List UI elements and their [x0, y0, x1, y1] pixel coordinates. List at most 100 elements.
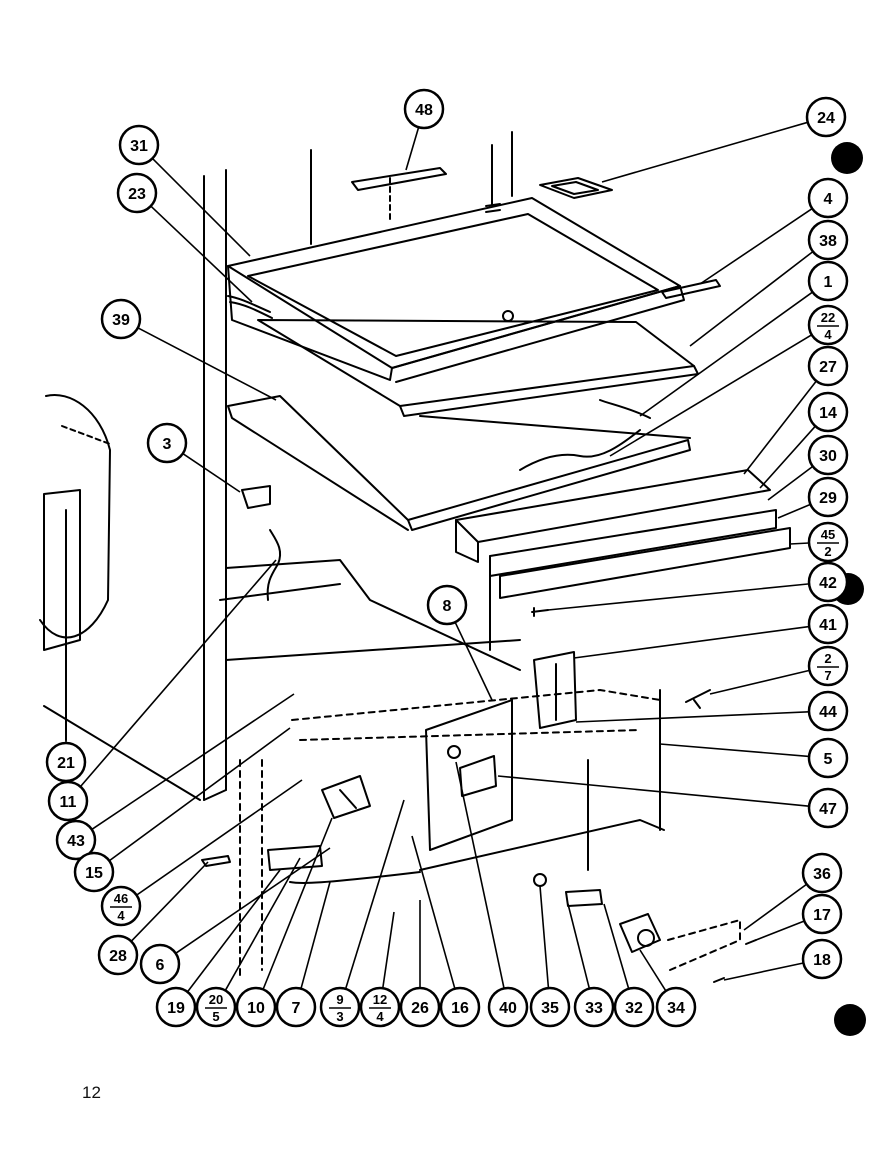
callout-label-top: 45 — [821, 527, 835, 542]
callout-12-4: 124 — [359, 986, 401, 1028]
callout-circle — [801, 938, 843, 980]
leader-line-46-4 — [136, 779, 303, 896]
callout-17: 17 — [801, 893, 843, 935]
callout-39: 39 — [100, 298, 142, 340]
callout-circle — [807, 434, 849, 476]
callout-34: 34 — [655, 986, 697, 1028]
callout-label: 3 — [163, 436, 172, 453]
leader-line-42 — [547, 583, 810, 611]
callout-label: 40 — [499, 1000, 517, 1017]
callout-48: 48 — [403, 88, 445, 130]
callout-4: 4 — [807, 177, 849, 219]
callout-label-bottom: 4 — [824, 327, 832, 342]
callout-circle — [100, 885, 142, 927]
compressor-plate-part-40-47 — [425, 699, 513, 851]
callout-label: 10 — [247, 1000, 265, 1017]
callout-label: 48 — [415, 102, 433, 119]
callout-22-4: 224 — [807, 304, 849, 346]
callout-18: 18 — [801, 938, 843, 980]
callout-21: 21 — [45, 741, 87, 783]
callout-label-top: 20 — [209, 992, 223, 1007]
leader-line-29 — [777, 503, 811, 519]
callout-circle — [807, 260, 849, 302]
callout-circle — [118, 124, 160, 166]
top-bracket-part-48 — [351, 167, 447, 223]
callout-label: 8 — [443, 598, 452, 615]
side-wall-cutaway — [39, 394, 111, 741]
base-rail — [419, 819, 665, 871]
callout-label: 7 — [292, 1000, 301, 1017]
callout-24: 24 — [805, 96, 847, 138]
leader-line-19 — [186, 869, 281, 993]
leader-line-16 — [411, 835, 456, 989]
callout-circle — [235, 986, 277, 1028]
callout-20-5: 205 — [195, 986, 237, 1028]
leader-line-10 — [262, 817, 333, 990]
callout-label: 43 — [67, 833, 85, 850]
callout-16: 16 — [439, 986, 481, 1028]
leader-line-5 — [659, 743, 810, 758]
callout-26: 26 — [399, 986, 441, 1028]
motor-assembly-part-34 — [533, 873, 741, 971]
leader-line-7 — [300, 881, 331, 989]
leader-line-4 — [699, 207, 813, 285]
bracket-part-3 — [241, 485, 271, 509]
callout-label: 29 — [819, 490, 837, 507]
leader-line-43 — [91, 693, 295, 831]
leader-line-30 — [767, 465, 814, 501]
leader-line-41 — [573, 625, 810, 659]
callout-label: 14 — [819, 405, 837, 422]
callout-label: 4 — [824, 191, 833, 208]
callout-1: 1 — [807, 260, 849, 302]
callout-circle — [807, 737, 849, 779]
callout-label: 38 — [819, 233, 837, 250]
callout-31: 31 — [118, 124, 160, 166]
leader-line-8 — [454, 621, 493, 701]
callout-label: 5 — [824, 751, 833, 768]
callout-circle — [146, 422, 188, 464]
callout-label: 35 — [541, 1000, 559, 1017]
callout-23: 23 — [116, 172, 158, 214]
callout-14: 14 — [807, 391, 849, 433]
callout-circle — [807, 690, 849, 732]
callout-circle — [801, 893, 843, 935]
leader-line-44 — [575, 711, 810, 723]
bottom-parts-6-19-28 — [201, 845, 421, 884]
callout-circle — [116, 172, 158, 214]
callout-label: 21 — [57, 755, 75, 772]
callout-circle — [359, 986, 401, 1028]
callout-33: 33 — [573, 986, 615, 1028]
screw-part-42 — [531, 607, 549, 617]
callout-circle — [807, 521, 849, 563]
callout-label: 15 — [85, 865, 103, 882]
callout-15: 15 — [73, 851, 115, 893]
callout-circle — [807, 476, 849, 518]
callout-3: 3 — [146, 422, 188, 464]
callout-circle — [275, 986, 317, 1028]
callout-circle — [139, 943, 181, 985]
callout-circle — [319, 986, 361, 1028]
control-panel-part-29 — [489, 509, 791, 651]
callout-label-bottom: 4 — [376, 1009, 384, 1024]
callout-label: 44 — [819, 704, 837, 721]
callout-27: 27 — [807, 345, 849, 387]
callout-label-top: 2 — [824, 651, 831, 666]
callout-label: 6 — [156, 957, 165, 974]
callout-label: 17 — [813, 907, 831, 924]
callout-6: 6 — [139, 943, 181, 985]
callout-label-bottom: 7 — [824, 668, 831, 683]
callout-circle — [807, 219, 849, 261]
leader-line-38 — [689, 250, 814, 347]
callout-label: 42 — [819, 575, 837, 592]
liner-part-38 — [257, 319, 699, 417]
callout-circle — [47, 780, 89, 822]
callout-38: 38 — [807, 219, 849, 261]
shelf-part-39 — [227, 395, 691, 531]
callout-circle — [426, 584, 468, 626]
callout-47: 47 — [807, 787, 849, 829]
callout-circle — [73, 851, 115, 893]
callout-label-bottom: 2 — [824, 544, 831, 559]
leader-line-47 — [497, 775, 810, 807]
callout-label-bottom: 5 — [212, 1009, 219, 1024]
